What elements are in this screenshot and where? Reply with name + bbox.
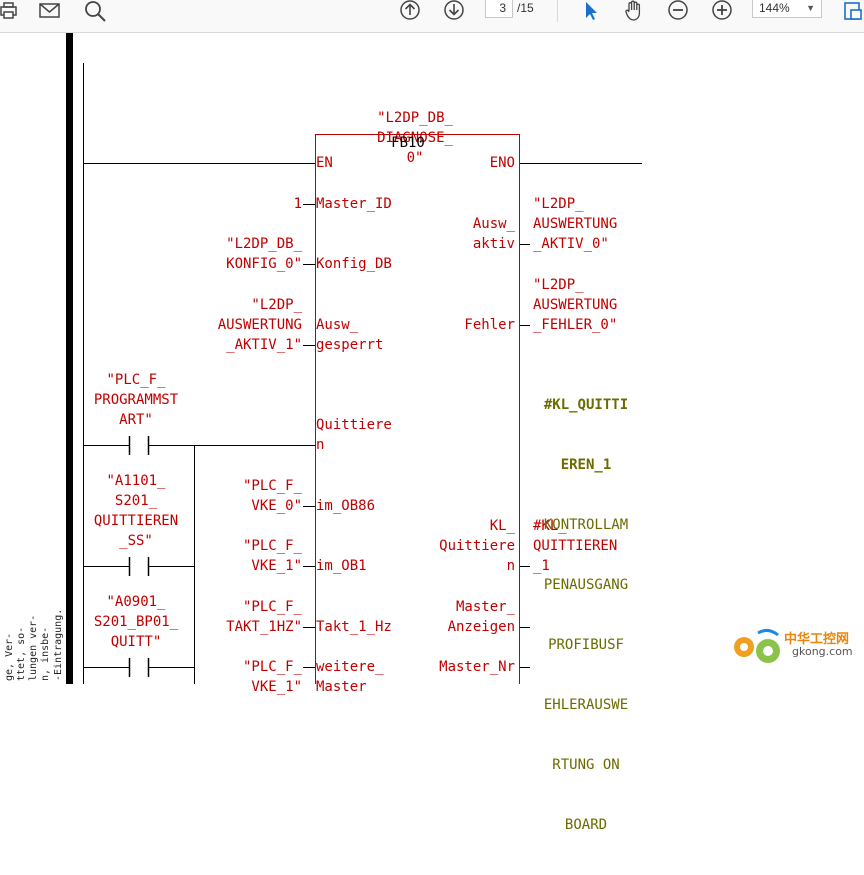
select-cursor-icon[interactable] bbox=[580, 0, 602, 22]
email-icon[interactable] bbox=[38, 0, 62, 22]
arg-im-ob86: "PLC_F_VKE_0" bbox=[242, 478, 302, 514]
arg-weitere-master: "PLC_F_VKE_1" bbox=[242, 659, 302, 695]
pin-ausw-gesperrt: Ausw_gesperrt bbox=[316, 317, 384, 353]
pin-takt-1-hz: Takt_1_Hz bbox=[316, 619, 392, 635]
page-gutter bbox=[66, 33, 73, 684]
arg-ausw-aktiv: "L2DP_AUSWERTUNG_AKTIV_0" bbox=[533, 196, 618, 252]
gear-icon bbox=[734, 628, 780, 663]
zoom-value: 144% bbox=[759, 1, 790, 15]
pin-konfig-db: Konfig_DB bbox=[316, 256, 392, 272]
pin-fehler: Fehler bbox=[464, 317, 515, 333]
pin-im-ob1: im_OB1 bbox=[316, 558, 367, 574]
watermark-title: 中华工控网 bbox=[784, 632, 850, 647]
pin-weitere-master: weitere_Master bbox=[316, 659, 384, 695]
arg-konfig-db: "L2DP_DB_KONFIG_0" bbox=[226, 236, 302, 272]
contact-label-2: "A1101_S201_QUITTIEREN_SS" bbox=[93, 473, 179, 549]
zoom-out-icon[interactable] bbox=[666, 0, 690, 22]
page-total: /15 bbox=[517, 1, 534, 15]
pin-master-nr: Master_Nr bbox=[439, 659, 515, 675]
arg-ausw-gesperrt: "L2DP_AUSWERTUNG_AKTIV_1" bbox=[217, 297, 302, 353]
pin-master-anzeigen: Master_Anzeigen bbox=[447, 599, 515, 635]
chevron-down-icon: ▼ bbox=[806, 3, 815, 13]
arg-im-ob1: "PLC_F_VKE_1" bbox=[242, 538, 302, 574]
page-number-input[interactable]: 3 bbox=[485, 0, 513, 18]
fb10-box bbox=[315, 134, 520, 684]
fb-type-name: FB10 bbox=[391, 135, 425, 151]
pin-ausw-aktiv: Ausw_aktiv bbox=[472, 216, 515, 252]
pin-im-ob86: im_OB86 bbox=[316, 498, 376, 514]
arg-takt-1-hz: "PLC_F_TAKT_1HZ" bbox=[226, 599, 302, 635]
pin-master-id: Master_ID bbox=[316, 196, 392, 212]
pdf-toolbar: 3 /15 144% ▼ bbox=[0, 0, 864, 33]
arg-kl-quittieren: #KL_QUITTIEREN_1 bbox=[533, 518, 618, 574]
toolbar-divider bbox=[557, 0, 558, 22]
gkong-watermark: 中华工控网 gkong.com bbox=[728, 625, 858, 665]
arg-master-id: 1 bbox=[293, 196, 302, 212]
watermark-url: gkong.com bbox=[792, 645, 853, 658]
zoom-select[interactable]: 144% ▼ bbox=[752, 0, 822, 18]
page-up-icon[interactable] bbox=[398, 0, 422, 22]
contact-label-3: "A0901_S201_BP01_QUITT" bbox=[93, 594, 179, 650]
page-down-icon[interactable] bbox=[442, 0, 466, 22]
ladder-diagram bbox=[83, 63, 642, 684]
export-icon[interactable] bbox=[842, 0, 864, 22]
arg-fehler: "L2DP_AUSWERTUNG_FEHLER_0" bbox=[533, 277, 618, 333]
symbol-comment: #KL_QUITTI EREN_1 KONTROLLAM PENAUSGANG … bbox=[543, 397, 629, 833]
zoom-in-icon[interactable] bbox=[710, 0, 734, 22]
fb-instance-name: "L2DP_DB_DIAGNOSE_0" bbox=[377, 110, 453, 166]
search-icon[interactable] bbox=[82, 0, 108, 22]
hand-tool-icon[interactable] bbox=[622, 0, 646, 22]
print-icon[interactable] bbox=[0, 0, 18, 22]
document-page: ge, Ver- ttet, so- lungen ver- n, insbe-… bbox=[0, 33, 864, 833]
pin-en: EN bbox=[316, 155, 333, 171]
pin-eno: ENO bbox=[489, 155, 515, 171]
